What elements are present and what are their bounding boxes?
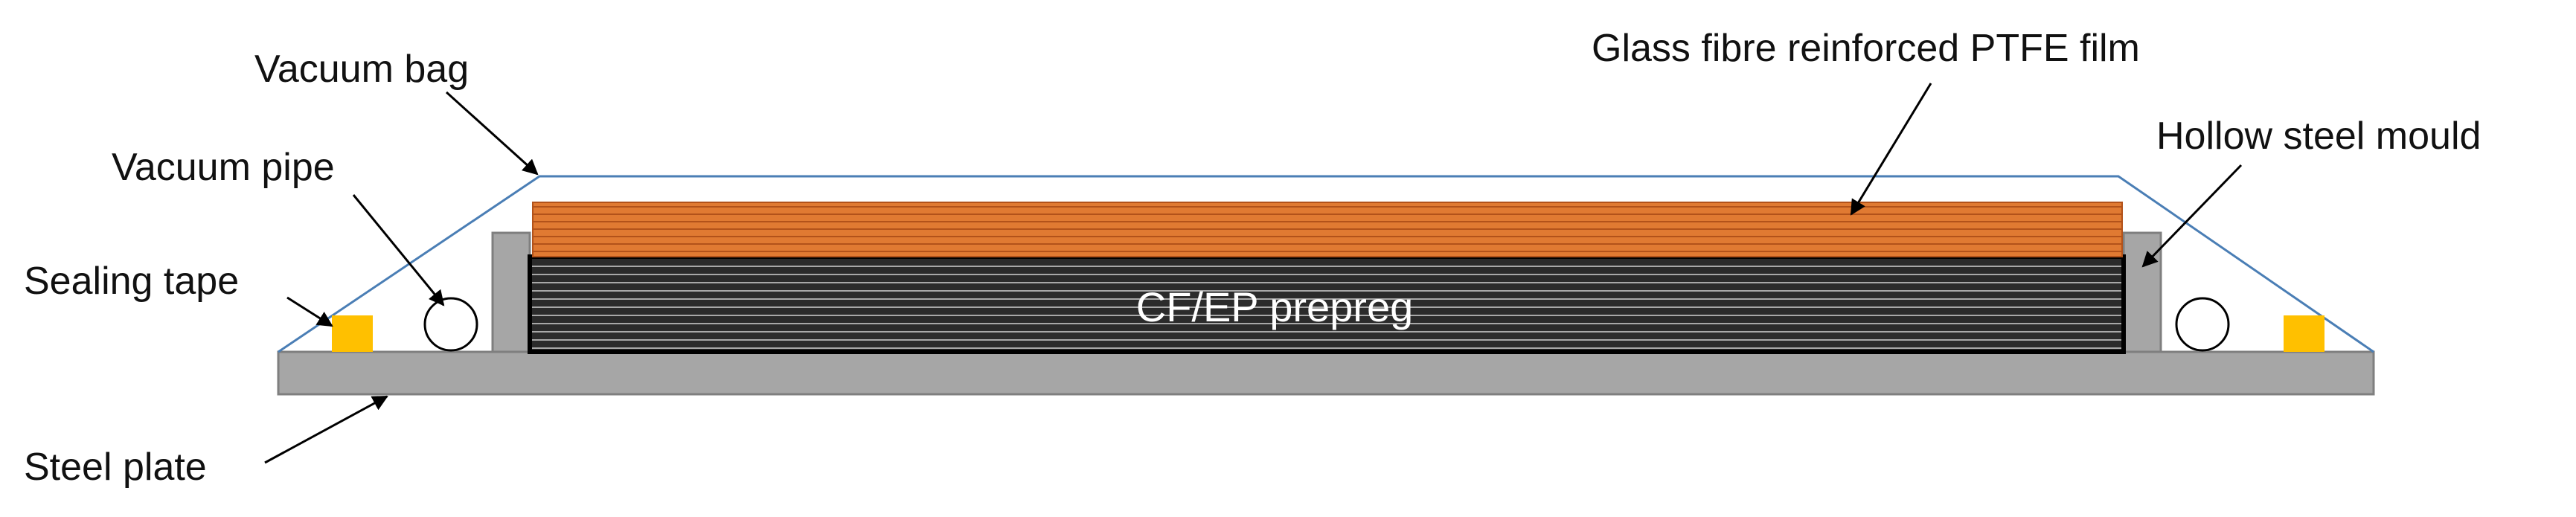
vacuum-pipe-left: [423, 297, 478, 352]
arrow-steel-plate: [264, 395, 388, 464]
arrow-vacuum-bag: [445, 91, 539, 176]
label-vacuum-bag: Vacuum bag: [254, 48, 469, 91]
vacuum-pipe-right: [2175, 297, 2230, 352]
arrow-sealing-tape: [286, 296, 333, 327]
label-hollow-mould: Hollow steel mould: [2156, 115, 2481, 158]
hollow-mould-left-wall: [491, 231, 531, 353]
arrow-ptfe-film: [1850, 83, 1932, 216]
label-prepreg: CF/EP prepreg: [1136, 283, 1413, 330]
ptfe-film: [532, 202, 2123, 257]
arrow-vacuum-pipe: [352, 194, 445, 306]
label-ptfe-film: Glass fibre reinforced PTFE film: [1592, 27, 2140, 70]
sealing-tape-right: [2284, 315, 2325, 352]
label-sealing-tape: Sealing tape: [24, 260, 239, 303]
label-steel-plate: Steel plate: [24, 446, 207, 489]
arrow-hollow-mould: [2141, 164, 2243, 268]
prepreg-stack: [528, 254, 2126, 354]
steel-plate: [277, 350, 2375, 396]
label-vacuum-pipe: Vacuum pipe: [112, 146, 335, 189]
hollow-mould-right-wall: [2122, 231, 2162, 353]
sealing-tape-left: [332, 315, 373, 352]
